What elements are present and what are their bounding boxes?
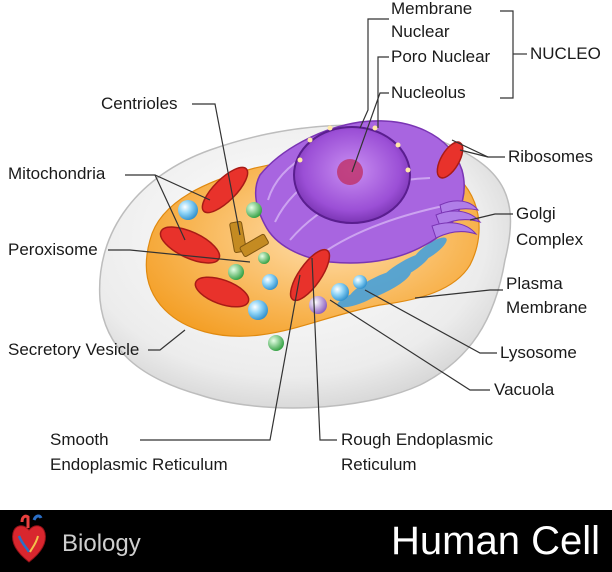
label-vacuola: Vacuola [494, 380, 555, 399]
lysosome-shape [309, 296, 327, 314]
label-smooth-er-1: Smooth [50, 430, 109, 449]
label-lysosome: Lysosome [500, 343, 577, 362]
label-rough-er-2: Reticulum [341, 455, 417, 474]
smooth-er-shape [337, 237, 447, 308]
label-ribosomes: Ribosomes [508, 147, 594, 166]
footer-title: Human Cell [391, 519, 600, 563]
label-golgi-2: Complex [516, 230, 584, 249]
footer-category: Biology [62, 530, 141, 557]
label-golgi-1: Golgi [516, 204, 556, 223]
label-centrioles: Centrioles [101, 94, 178, 113]
label-mitochondria: Mitochondria [8, 164, 106, 183]
label-membrane-nuclear-2: Nuclear [391, 22, 450, 41]
label-plasma-membrane-2: Membrane [506, 298, 588, 317]
leader-lines [108, 10, 527, 441]
label-rough-er-1: Rough Endoplasmic [341, 430, 494, 449]
footer-bar [0, 510, 612, 572]
peroxisome-shapes [228, 202, 284, 351]
label-nucleolus: Nucleolus [391, 83, 466, 102]
label-peroxisome: Peroxisome [8, 240, 98, 259]
diagram-area: Membrane Nuclear Poro Nuclear Nucleolus … [8, 0, 601, 474]
golgi-shape [431, 200, 482, 239]
mitochondria-shapes [159, 141, 464, 308]
vesicle-shapes [178, 200, 367, 320]
label-nucleo: NUCLEO [530, 44, 601, 63]
label-poro-nuclear: Poro Nuclear [391, 47, 491, 66]
cell-illustration [98, 10, 527, 441]
nucleolus-shape [337, 159, 363, 185]
label-plasma-membrane-1: Plasma [506, 274, 563, 293]
label-smooth-er-2: Endoplasmic Reticulum [50, 455, 228, 474]
label-membrane-nuclear-1: Membrane [391, 0, 473, 18]
label-secretory-vesicle: Secretory Vesicle [8, 340, 140, 359]
heart-icon [12, 514, 46, 563]
nuclear-pores [297, 125, 411, 173]
centriole-shape [229, 221, 269, 257]
